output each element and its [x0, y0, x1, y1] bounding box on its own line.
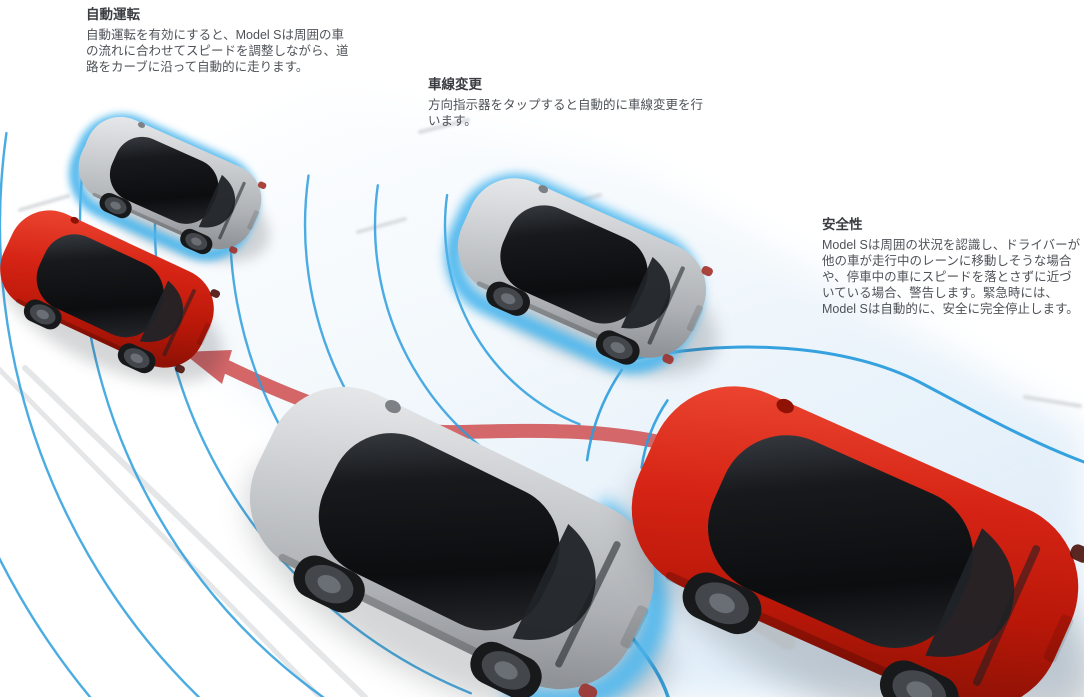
silver-car-far [69, 113, 270, 262]
annotation-autopilot-body: 自動運転を有効にすると、Model Sは周囲の車の流れに合わせてスピードを調整し… [86, 28, 349, 74]
annotation-safety-title: 安全性 [822, 217, 863, 232]
annotation-autopilot-title: 自動運転 [86, 7, 140, 22]
tail-light [662, 353, 674, 365]
tail-light [229, 246, 238, 254]
tail-light [701, 265, 713, 277]
annotation-lane-change: 車線変更 方向指示器をタップすると自動的に車線変更を行います。 [428, 76, 704, 129]
annotation-autopilot: 自動運転 自動運転を有効にすると、Model Sは周囲の車の流れに合わせてスピー… [86, 6, 354, 75]
glass-roof [500, 205, 648, 324]
tail-light [257, 181, 267, 189]
tail-light [210, 289, 221, 298]
tail-light [175, 364, 185, 374]
annotation-safety: 安全性 Model Sは周囲の状況を認識し、ドライバーが他の車が走行中のレーンに… [822, 216, 1084, 317]
glass-roof [109, 136, 219, 224]
tail-light [1070, 544, 1084, 563]
annotation-safety-body: Model Sは周囲の状況を認識し、ドライバーが他の車が走行中のレーンに移動しそ… [822, 238, 1081, 316]
silver-car-near [246, 386, 670, 697]
red-car-far [0, 210, 223, 383]
annotation-lane-change-title: 車線変更 [428, 77, 482, 92]
annotation-lane-change-body: 方向指示器をタップすると自動的に車線変更を行います。 [428, 98, 704, 128]
glass-roof [318, 433, 560, 631]
road-edge-lines [0, 365, 368, 697]
glass-roof [36, 234, 164, 338]
red-car-near [628, 386, 1084, 697]
silver-car-mid [445, 174, 717, 376]
tail-light [578, 683, 598, 697]
glass-roof [708, 435, 974, 648]
